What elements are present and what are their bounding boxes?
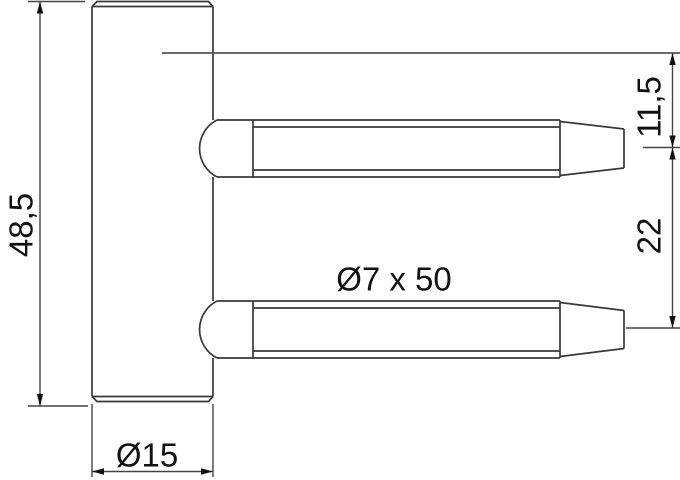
dim-diameter-arrow-right-icon (201, 468, 213, 475)
dim-top-offset-arrow-up-icon (669, 53, 676, 65)
dim-overall-height-label: 48,5 (3, 193, 40, 257)
dim-pin-offsets-group: 11,5 22 (162, 52, 680, 329)
dim-top-pin-offset-label: 11,5 (631, 76, 668, 138)
dim-diameter-arrow-left-icon (92, 468, 104, 475)
dim-barrel-diameter-label: Ø15 (116, 437, 178, 474)
dim-height-arrow-down-icon (36, 394, 44, 406)
dim-height-arrow-up-icon (36, 1, 44, 14)
top-pin-taper-top (559, 120, 625, 130)
top-pin (198, 119, 625, 178)
barrel-top-edge (91, 0, 214, 8)
dim-pin-spacing-label: 22 (631, 218, 668, 255)
bottom-pin-taper-bottom (559, 347, 625, 358)
bottom-pin-cap-arc (198, 300, 218, 359)
top-pin-taper-bottom (559, 167, 625, 177)
dim-pin-spacing-arrow-up-icon (669, 147, 676, 160)
dim-top-offset-arrow-down-icon (669, 135, 676, 148)
bottom-pin-taper-top (559, 301, 625, 312)
dim-barrel-diameter-group: Ø15 (91, 404, 214, 477)
bottom-pin (198, 300, 625, 359)
pin-spec-label: Ø7 x 50 (336, 261, 452, 298)
top-pin-cap-arc (198, 119, 218, 178)
hinge-barrel (91, 0, 214, 403)
dim-overall-height-group: 48,5 (3, 0, 88, 407)
barrel-bottom-edge (91, 395, 214, 403)
dim-pin-spacing-arrow-down-icon (669, 316, 676, 328)
